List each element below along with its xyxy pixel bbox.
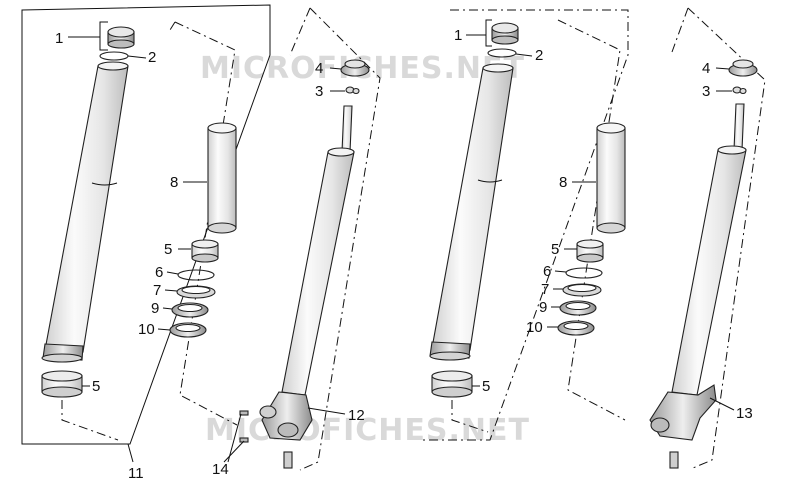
watermark-bottom: MICROFICHES.NET [205,413,530,448]
seal-9-right [559,300,597,316]
label-6-left: 6 [155,264,163,281]
callout-labels: 1 2 5 8 5 6 7 9 10 11 4 3 12 14 1 2 5 8 … [55,27,753,482]
ring-6-right [565,267,603,279]
bushing-tube-8-left [207,122,237,234]
outer-tube-left [41,61,129,363]
screws-14 [239,410,293,469]
label-1-right: 1 [454,27,462,44]
slider-13 [649,103,747,469]
label-10-right: 10 [526,319,543,336]
label-13: 13 [736,405,753,422]
oring-left [99,51,129,61]
top-cap-4-left [340,59,370,77]
bushing-5-left-upper [191,239,219,263]
label-10-left: 10 [138,321,155,338]
label-12: 12 [348,407,365,424]
label-14: 14 [212,461,229,478]
ring-6-left [177,269,215,281]
bushing-5-right-upper [576,239,604,263]
label-4-right: 4 [702,60,710,77]
leader-lines [68,19,735,463]
label-4-left: 4 [315,60,323,77]
nut-3-left [345,86,360,95]
label-5-right-upper: 5 [551,241,559,258]
washer-7-left [176,285,216,299]
label-3-right: 3 [702,83,710,100]
label-11: 11 [128,465,144,482]
label-8-right: 8 [559,174,567,191]
bushing-5-left-lower [41,370,83,398]
dust-seal-10-right [557,320,595,336]
label-2-left: 2 [148,49,156,66]
bushing-5-right-lower [431,370,473,398]
bushing-tube-8-right [596,122,626,234]
label-1-left: 1 [55,30,63,47]
label-5-right-lower: 5 [482,378,490,395]
cap-left [107,26,135,49]
label-9-right: 9 [539,299,547,316]
label-7-right: 7 [541,281,549,298]
label-8-left: 8 [170,174,178,191]
label-2-right: 2 [535,47,543,64]
label-7-left: 7 [153,282,161,299]
cap-right [491,22,519,45]
top-cap-4-right [728,59,758,77]
label-6-right: 6 [543,263,551,280]
oring-right [487,48,517,58]
nut-3-right [732,86,747,95]
seal-9-left [171,302,209,318]
label-5-left-lower: 5 [92,378,100,395]
slider-12 [259,105,355,441]
label-5-left-upper: 5 [164,241,172,258]
label-3-left: 3 [315,83,323,100]
label-9-left: 9 [151,300,159,317]
washer-7-right [562,283,602,297]
outer-tube-right [429,63,514,361]
dust-seal-10-left [169,322,207,338]
